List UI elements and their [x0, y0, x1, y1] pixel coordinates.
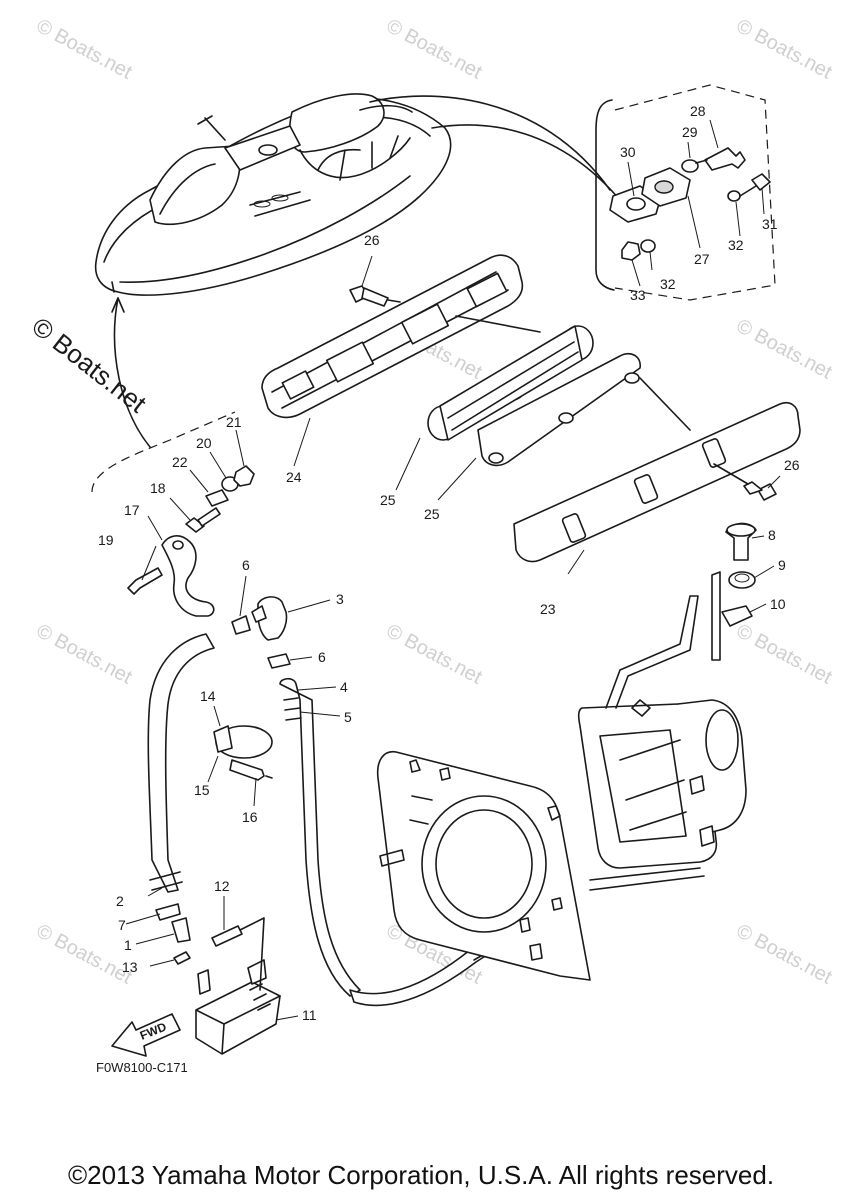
diagram-code: F0W8100-C171	[96, 1060, 188, 1075]
bracket-17	[161, 535, 215, 617]
connector-curve	[113, 297, 151, 448]
fitting-28	[704, 147, 746, 171]
callout-8: 8	[768, 527, 776, 543]
nut-33	[621, 241, 641, 261]
reed-valve-25	[427, 325, 594, 441]
washer-22	[205, 489, 229, 507]
arrow-head	[111, 297, 125, 313]
bolt-18	[185, 517, 205, 533]
callout-17: 17	[124, 502, 140, 518]
callout-28: 28	[690, 103, 706, 119]
callout-11: 11	[302, 1007, 317, 1023]
watermark: © Boats.net	[733, 315, 836, 384]
callout-26: 26	[784, 457, 800, 473]
watermark: © Boats.net	[733, 920, 836, 989]
fitting-1	[171, 917, 191, 943]
reed-block-25	[477, 352, 641, 467]
plate-23	[513, 401, 801, 563]
callout-33: 33	[630, 287, 646, 303]
callout-25: 25	[424, 506, 440, 522]
callout-12: 12	[214, 878, 230, 894]
callout-16: 16	[242, 809, 258, 825]
callout-2: 2	[116, 893, 124, 909]
clamp-6	[231, 615, 251, 635]
washer-32	[640, 239, 656, 253]
clamp-6	[267, 653, 291, 669]
watermark: © Boats.net	[33, 15, 136, 84]
nut-21	[233, 465, 255, 487]
callout-29: 29	[682, 124, 698, 140]
watercraft-illustration	[94, 93, 452, 296]
pipe	[605, 595, 699, 709]
callout-24: 24	[286, 469, 302, 485]
group-outline	[614, 84, 776, 301]
callout-9: 9	[778, 557, 786, 573]
jet-housing	[577, 699, 747, 869]
connector-curve	[431, 124, 621, 201]
watermark: © Boats.net	[733, 620, 836, 689]
callout-30: 30	[620, 144, 636, 160]
leader-lines	[125, 119, 781, 1021]
callout-numbers: 1 2 3 4 5 6 6 7 8 9 10 11 12 13 14 15 16…	[98, 103, 800, 1023]
callout-25: 25	[380, 492, 396, 508]
callout-3: 3	[336, 591, 344, 607]
callout-7: 7	[118, 917, 126, 933]
callout-18: 18	[150, 480, 166, 496]
bolt-26	[757, 483, 777, 501]
fitting-3	[257, 596, 288, 641]
callout-10: 10	[770, 596, 786, 612]
callout-20: 20	[196, 435, 212, 451]
sensor-12	[211, 925, 243, 947]
callout-26: 26	[364, 232, 380, 248]
bolt-19	[127, 567, 163, 595]
callout-4: 4	[340, 679, 348, 695]
callout-22: 22	[172, 454, 188, 470]
watermark: © Boats.net	[383, 15, 486, 84]
callout-13: 13	[122, 959, 138, 975]
fitting-13	[173, 951, 191, 965]
callout-32: 32	[728, 237, 744, 253]
callout-27: 27	[694, 251, 710, 267]
top-cover-24	[261, 254, 524, 419]
callout-31: 31	[762, 216, 778, 232]
hose-2	[147, 633, 215, 893]
callout-15: 15	[194, 782, 210, 798]
washer-32	[727, 190, 741, 202]
callout-1: 1	[124, 937, 132, 953]
callout-5: 5	[344, 709, 352, 725]
callout-21: 21	[226, 414, 242, 430]
bolt-31	[751, 173, 771, 191]
group-bracket-line	[91, 411, 236, 493]
pipe	[589, 867, 705, 891]
callout-6: 6	[318, 649, 326, 665]
connector-curve	[369, 95, 611, 191]
callout-32: 32	[660, 276, 676, 292]
fwd-arrow	[111, 1013, 181, 1057]
pump-housing	[376, 751, 591, 981]
callout-14: 14	[200, 688, 216, 704]
o-ring-29	[681, 159, 699, 173]
hose-5	[279, 677, 361, 997]
callout-6: 6	[242, 557, 250, 573]
copyright-notice: ©2013 Yamaha Motor Corporation, U.S.A. A…	[67, 1160, 775, 1190]
clamp-7	[155, 903, 181, 921]
watermark: © Boats.net	[383, 620, 486, 689]
callout-23: 23	[540, 601, 556, 617]
callout-19: 19	[98, 532, 114, 548]
clip-10	[721, 605, 753, 627]
watermark-prominent: © Boats.net	[26, 311, 152, 419]
watermark: © Boats.net	[733, 15, 836, 84]
screw-16	[229, 759, 265, 781]
group-bracket	[595, 99, 615, 291]
watermark: © Boats.net	[33, 620, 136, 689]
